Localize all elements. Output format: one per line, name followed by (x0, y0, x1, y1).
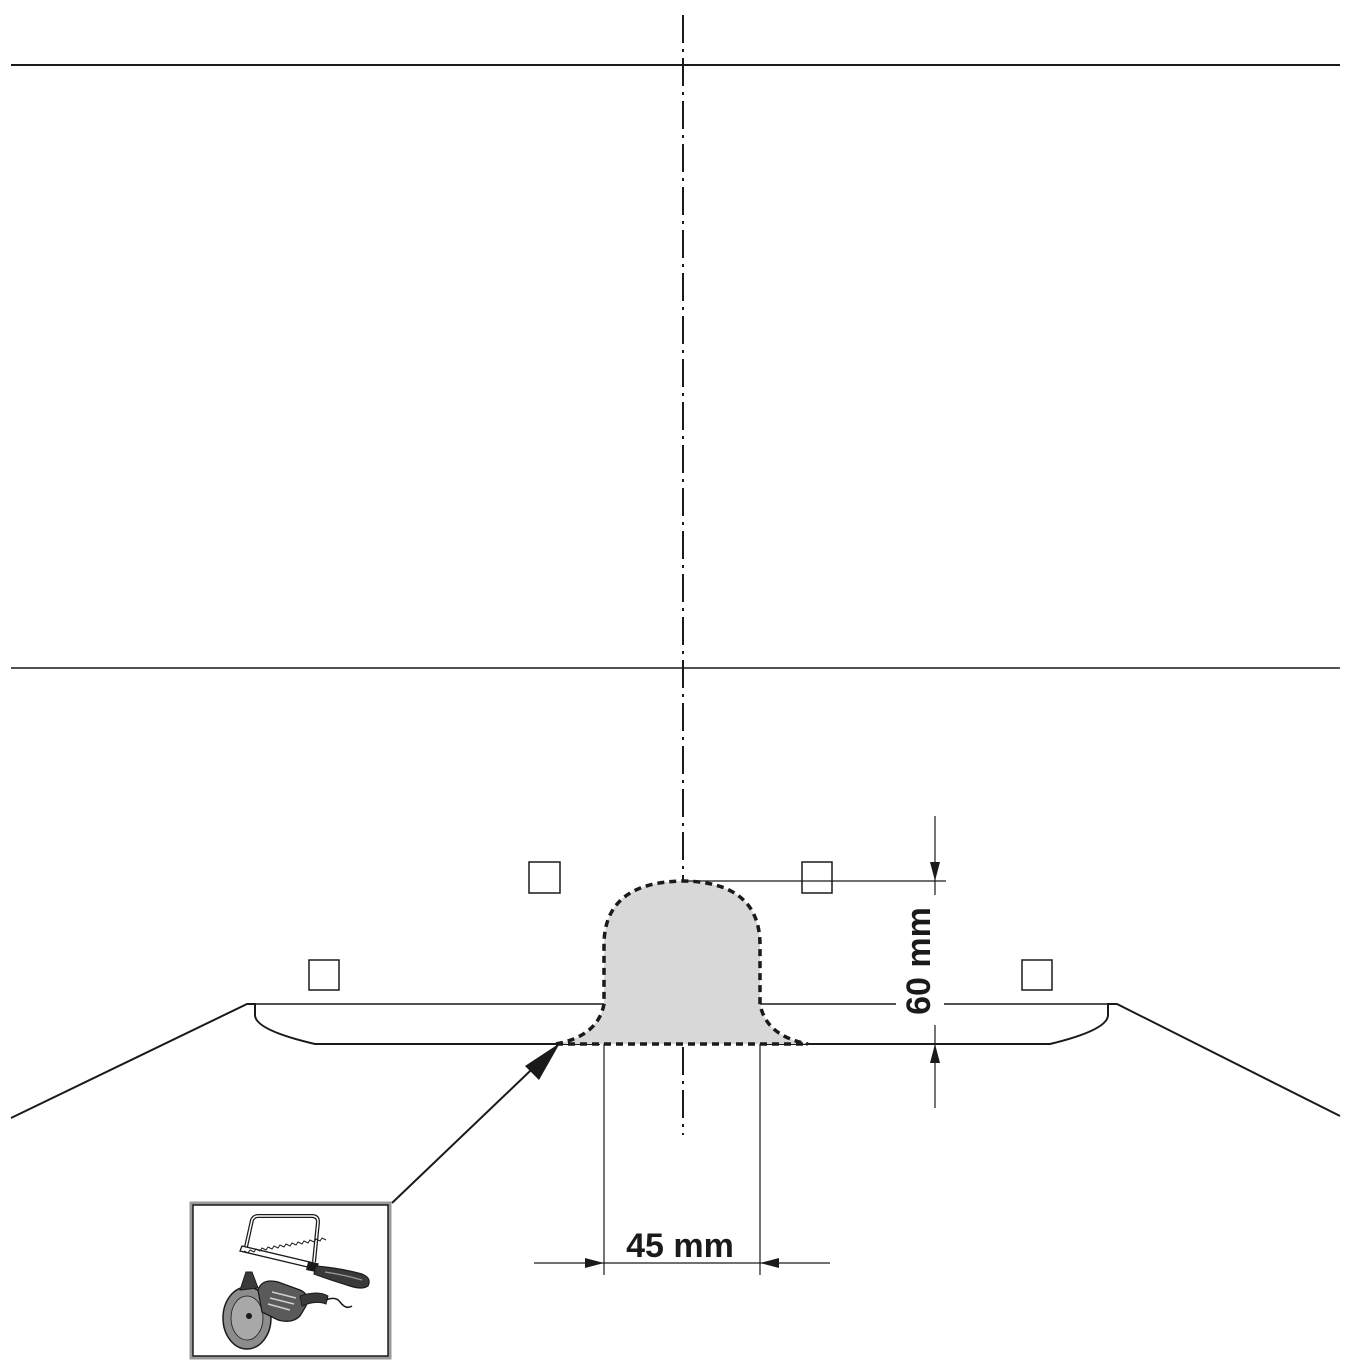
cutout-area (556, 881, 808, 1044)
leader-line (391, 1049, 553, 1204)
reference-marker-square (308, 959, 340, 991)
bumper-profile (10, 1003, 600, 1119)
tool-callout-box (189, 1201, 392, 1360)
bumper-profile-right (760, 1003, 1341, 1117)
width-dimension-label: 45 mm (626, 1227, 734, 1265)
height-label-bg (896, 895, 944, 1025)
height-arrow-top (930, 862, 940, 881)
hacksaw-icon (239, 1214, 370, 1289)
height-arrow-bottom (930, 1044, 940, 1063)
height-dimension-label: 60 mm (900, 907, 938, 1015)
width-arrow-left (585, 1258, 604, 1268)
reference-marker-square (801, 861, 833, 894)
reference-marker-square (1021, 959, 1053, 991)
width-arrow-right (760, 1258, 779, 1268)
angle-grinder-icon (222, 1271, 353, 1350)
reference-marker-square (528, 861, 561, 894)
leader-arrowhead (525, 1043, 560, 1080)
